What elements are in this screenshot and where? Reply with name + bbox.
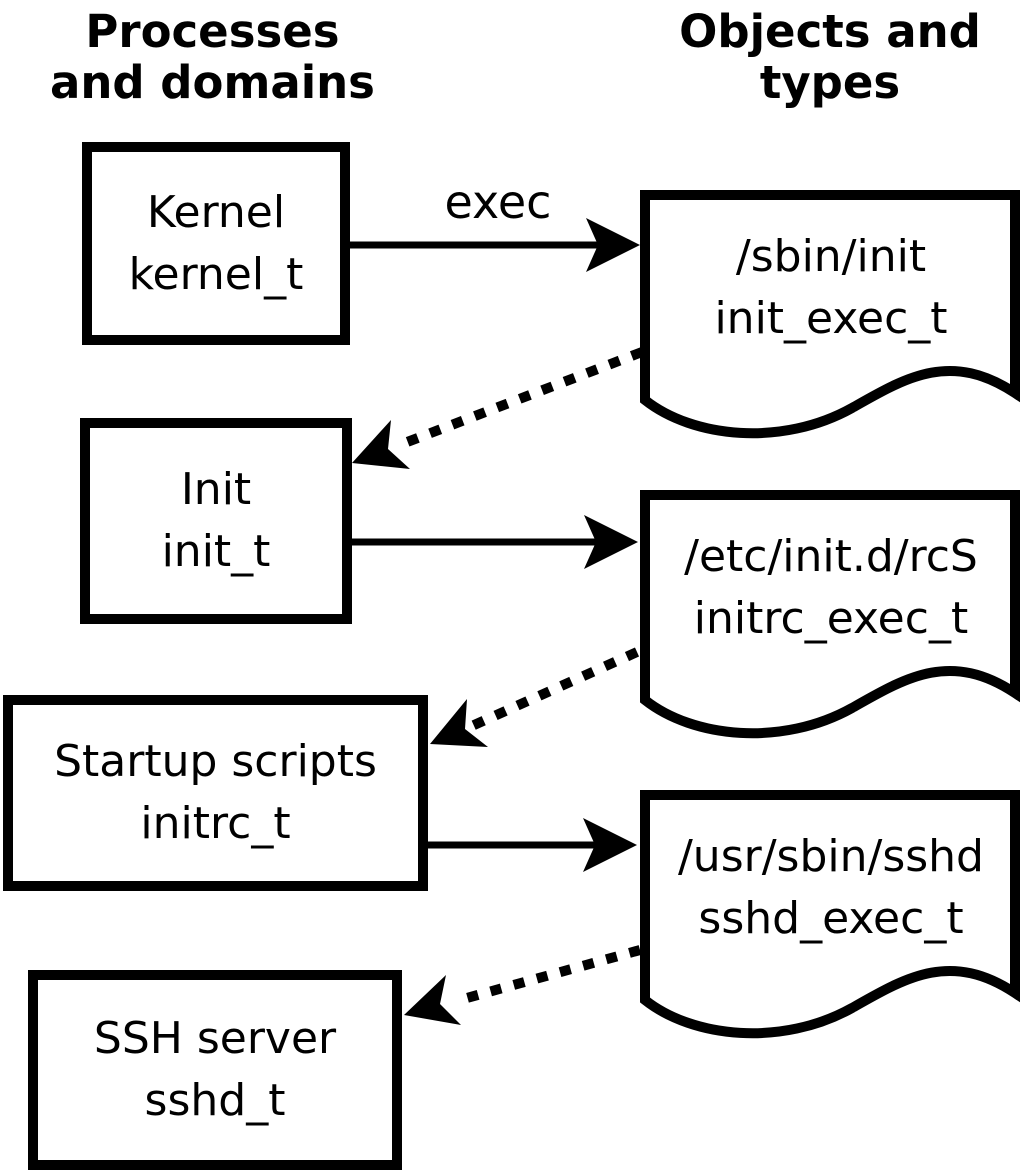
object-node-etc-initd-rcs: /etc/init.d/rcS initrc_exec_t <box>648 498 1014 678</box>
process-domain-type: kernel_t <box>128 248 304 300</box>
transition-arrowhead-sshd-to-sshd-t <box>404 975 461 1025</box>
process-name: SSH server <box>93 1013 337 1064</box>
object-file-path: /usr/sbin/sshd <box>677 831 984 882</box>
object-file-type: init_exec_t <box>714 293 948 344</box>
exec-arrowhead-initrc-to-sshd <box>583 818 637 872</box>
column-header-processes-line1: Processes <box>85 5 340 58</box>
column-header-objects-line2: types <box>759 56 901 109</box>
column-header-processes-line2: and domains <box>50 56 375 109</box>
object-file-type: sshd_exec_t <box>698 893 964 944</box>
document-shape-usr-sbin-sshd <box>640 790 1020 1039</box>
document-shape-sbin-init <box>640 190 1020 439</box>
transition-arrowhead-rcs-to-initrc <box>430 699 488 747</box>
transition-arrowhead-sbin-init-to-init <box>352 420 410 469</box>
process-node-kernel: Kernel kernel_t <box>82 142 350 345</box>
transition-arrow-sbin-init-to-init <box>400 347 644 449</box>
column-header-objects-and-types: Objects and types <box>638 6 1022 108</box>
exec-arrow-label: exec <box>444 175 552 229</box>
process-name: Startup scripts <box>54 736 377 787</box>
process-node-startup-scripts: Startup scripts initrc_t <box>3 695 428 891</box>
exec-arrowhead-init-to-rcs <box>584 515 638 569</box>
process-name: Init <box>180 464 252 515</box>
transition-arrow-sshd-to-sshd-t <box>454 945 642 1006</box>
process-domain-type: init_t <box>161 526 271 577</box>
object-node-usr-sbin-sshd: /usr/sbin/sshd sshd_exec_t <box>648 798 1014 978</box>
process-node-init: Init init_t <box>80 418 352 624</box>
process-name: Kernel <box>146 186 286 238</box>
process-node-ssh-server: SSH server sshd_t <box>28 970 402 1170</box>
process-domain-type: initrc_t <box>140 798 291 849</box>
document-shape-etc-initd-rcs <box>640 490 1020 739</box>
object-file-path: /sbin/init <box>735 231 927 282</box>
object-file-type: initrc_exec_t <box>693 593 969 644</box>
object-node-sbin-init: /sbin/init init_exec_t <box>648 198 1014 378</box>
exec-arrowhead-kernel-to-sbin-init <box>586 218 640 272</box>
column-header-processes-and-domains: Processes and domains <box>20 6 405 108</box>
object-file-path: /etc/init.d/rcS <box>684 531 978 582</box>
process-domain-type: sshd_t <box>144 1075 286 1126</box>
transition-arrow-rcs-to-initrc <box>469 647 640 731</box>
column-header-objects-line1: Objects and <box>679 5 981 58</box>
